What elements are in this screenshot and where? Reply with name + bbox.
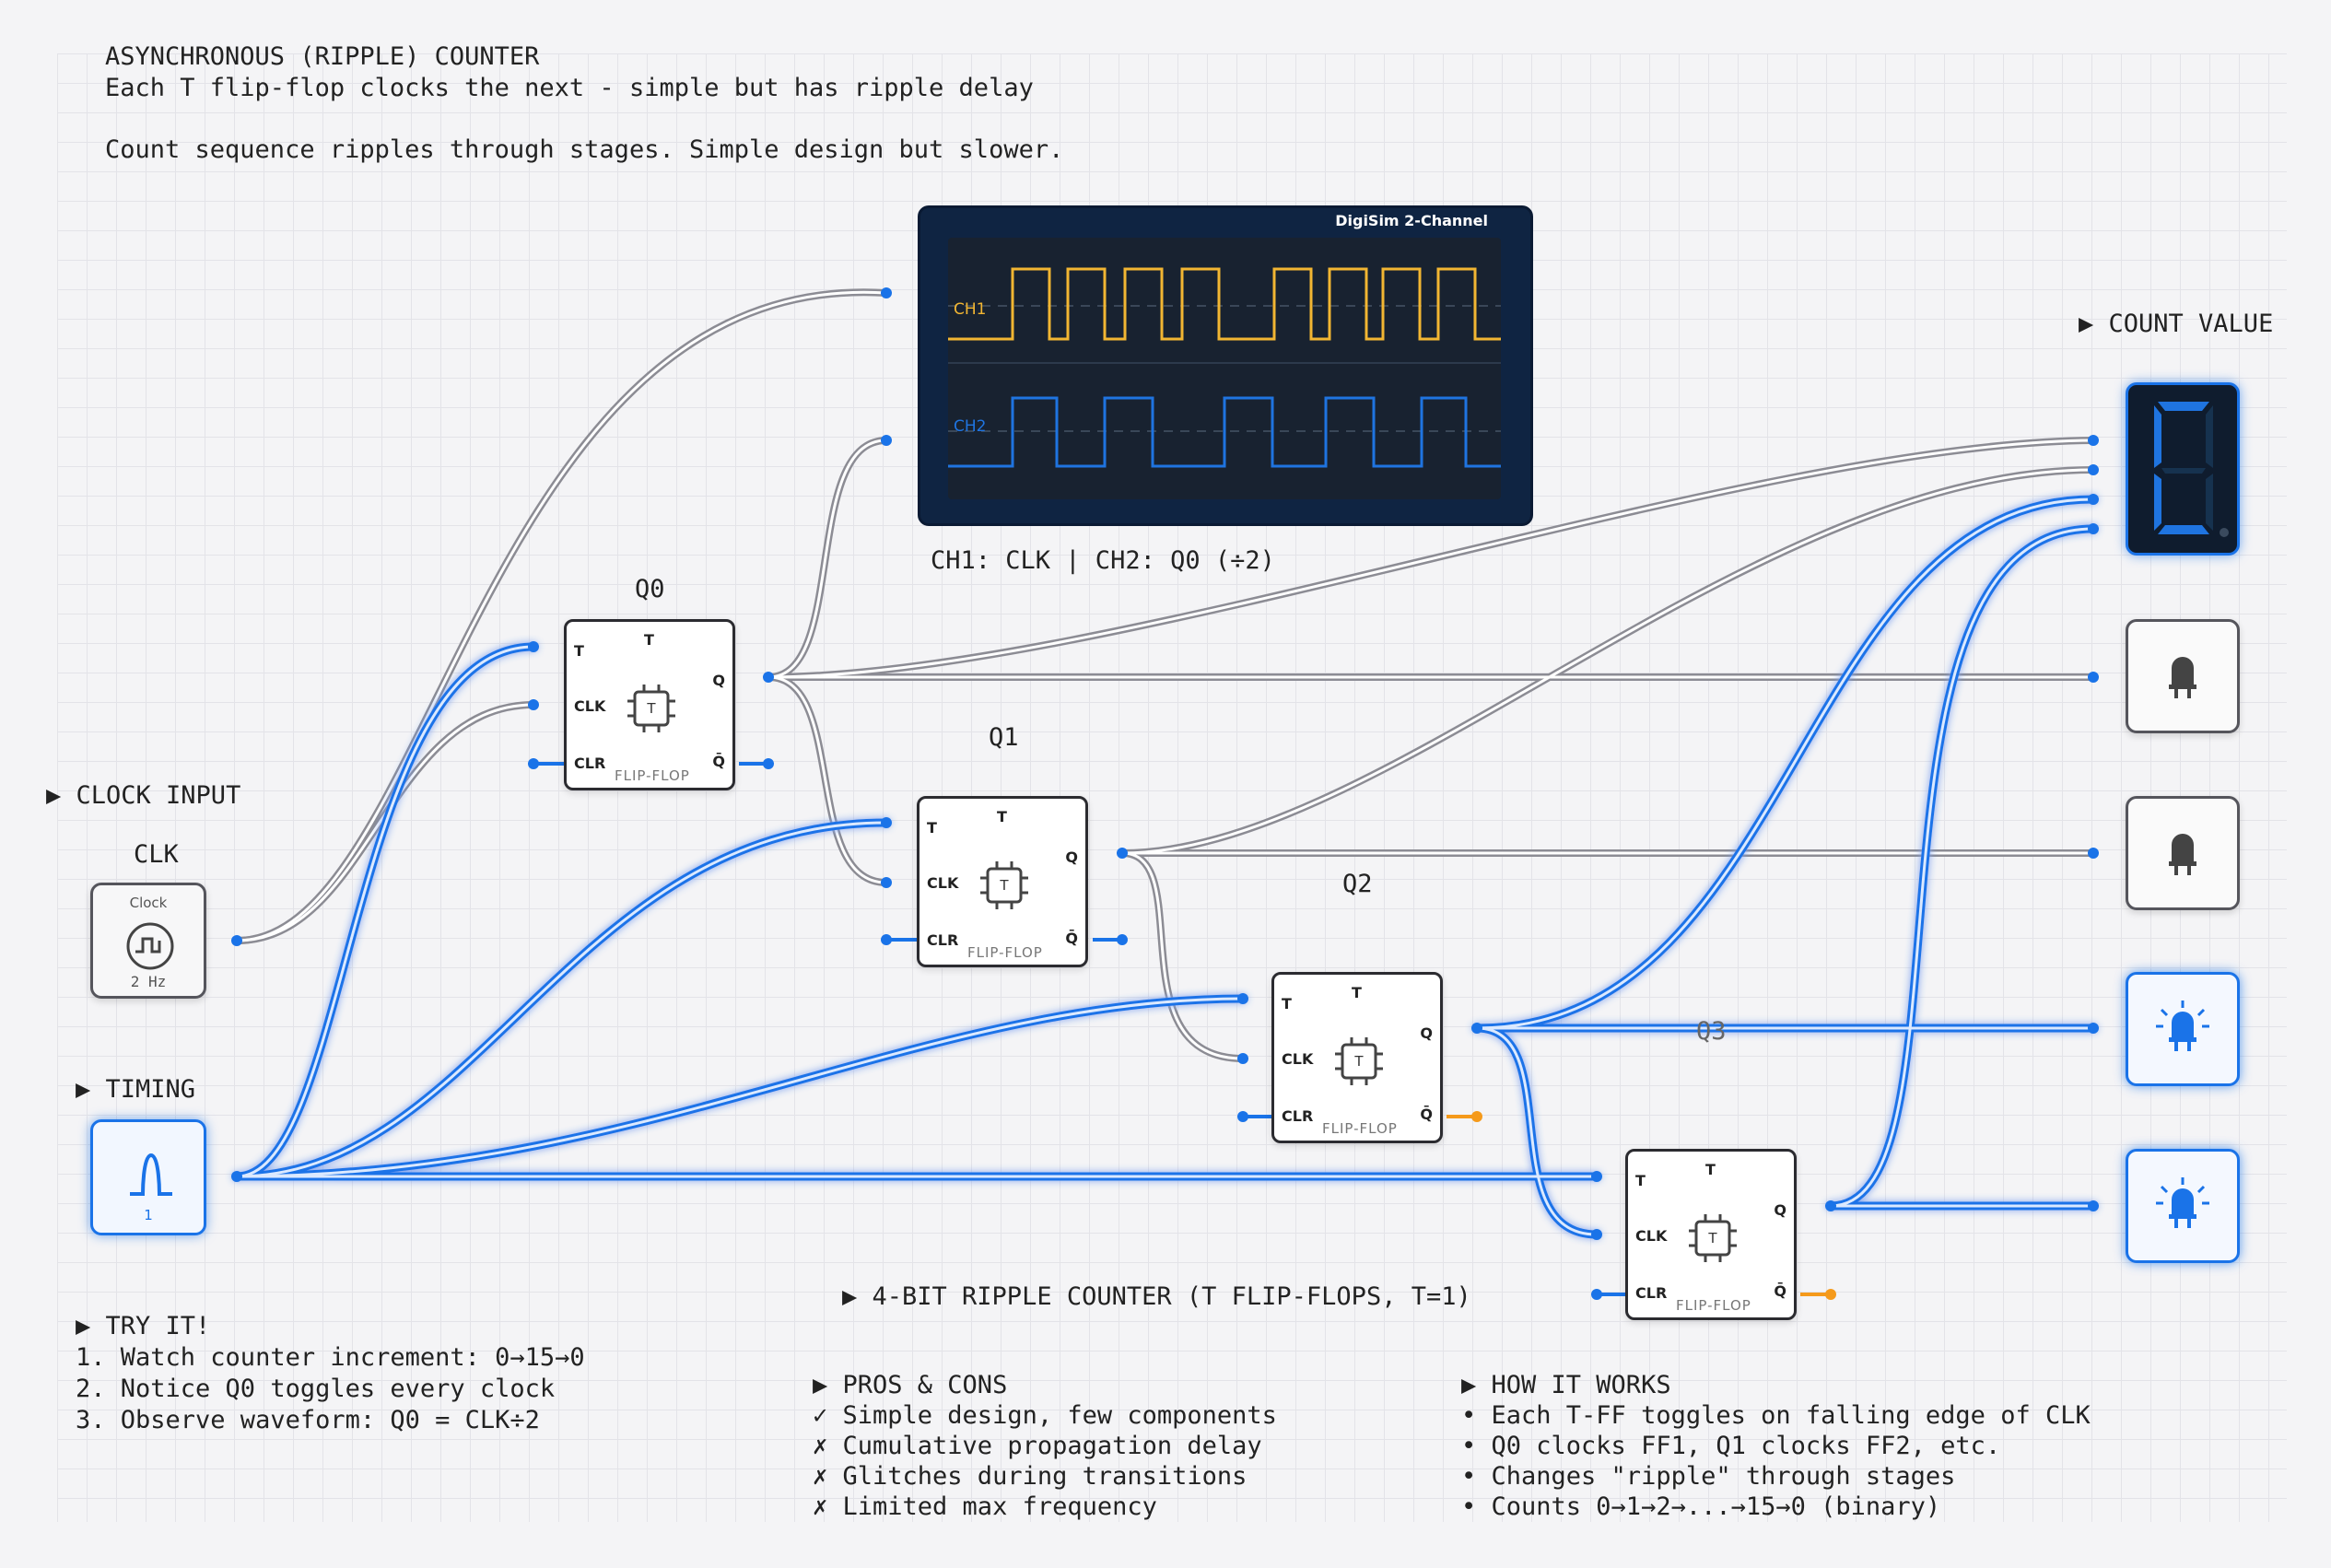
timing-pulse-block[interactable]: 1: [90, 1119, 206, 1235]
page-description: Count sequence ripples through stages. S…: [105, 135, 1064, 164]
try-it-item: 1. Watch counter increment: 0→15→0: [76, 1343, 585, 1372]
chip-icon: T: [626, 683, 677, 738]
led-q0: [2126, 619, 2240, 733]
t-flip-flop-2[interactable]: T T CLK CLR Q Q̄ FLIP-FLOP T: [1271, 972, 1443, 1143]
scope-brand: DigiSim 2-Channel: [1335, 212, 1488, 229]
pros-cons-panel: ▶ PROS & CONS ✓ Simple design, few compo…: [813, 1370, 1277, 1522]
chip-label: T: [647, 700, 656, 717]
how-it-works-item: • Each T-FF toggles on falling edge of C…: [1461, 1401, 2091, 1430]
t-top-label: T: [1705, 1161, 1716, 1178]
chip-icon: T: [1687, 1212, 1739, 1268]
led-q1: [2126, 796, 2240, 910]
q-pin-label: Q: [1774, 1201, 1786, 1219]
clock-source[interactable]: Clock 2 Hz: [90, 883, 206, 999]
how-it-works-title: ▶ HOW IT WORKS: [1461, 1371, 1671, 1399]
how-it-works-item: • Counts 0→1→2→...→15→0 (binary): [1461, 1492, 1941, 1521]
ch2-label: CH2: [954, 417, 987, 436]
waveform-plot: [948, 267, 1501, 468]
chip-label: T: [1000, 877, 1009, 894]
ch1-waveform: [948, 267, 1501, 341]
led-on-icon: [2156, 1000, 2209, 1051]
pros-cons-item: ✗ Glitches during transitions: [813, 1462, 1247, 1491]
clock-input-heading: ▶ CLOCK INPUT: [46, 781, 241, 810]
led-off-icon: [2169, 657, 2196, 698]
display-digit: [2154, 402, 2229, 537]
ff-kind: FLIP-FLOP: [615, 767, 690, 784]
qbar-pin-label: Q̄: [1420, 1106, 1433, 1123]
pros-cons-item: ✓ Simple design, few components: [813, 1401, 1277, 1430]
clock-label: CLK: [134, 840, 179, 869]
ff1-label: Q1: [989, 723, 1019, 752]
qbar-pin-label: Q̄: [1065, 930, 1078, 947]
try-it-panel: ▶ TRY IT! 1. Watch counter increment: 0→…: [76, 1311, 585, 1436]
try-it-title: ▶ TRY IT!: [76, 1312, 211, 1340]
qbar-pin-label: Q̄: [1774, 1282, 1786, 1300]
chip-label: T: [1708, 1230, 1717, 1246]
try-it-item: 2. Notice Q0 toggles every clock: [76, 1375, 556, 1403]
ff-kind: FLIP-FLOP: [1322, 1120, 1398, 1137]
chip-icon: T: [1333, 1036, 1385, 1091]
clr-pin-label: CLR: [574, 755, 606, 772]
how-it-works-item: • Changes "ripple" through stages: [1461, 1462, 1956, 1491]
seven-segment-display: [2126, 382, 2240, 556]
scope-caption: CH1: CLK | CH2: Q0 (÷2): [931, 546, 1275, 575]
clr-pin-label: CLR: [1635, 1284, 1668, 1302]
clock-icon: [126, 922, 174, 970]
t-flip-flop-3[interactable]: T T CLK CLR Q Q̄ FLIP-FLOP T: [1625, 1149, 1797, 1320]
t-top-label: T: [644, 631, 654, 649]
clock-frequency: 2 Hz: [130, 973, 167, 990]
chip-icon: T: [978, 860, 1030, 915]
led-q3: [2126, 1149, 2240, 1263]
page-subtitle: Each T flip-flop clocks the next - simpl…: [105, 74, 1034, 102]
t-top-label: T: [1352, 984, 1362, 1001]
ff-kind: FLIP-FLOP: [967, 944, 1043, 961]
how-it-works-item: • Q0 clocks FF1, Q1 clocks FF2, etc.: [1461, 1432, 2001, 1460]
clr-pin-label: CLR: [927, 931, 959, 949]
clr-pin-label: CLR: [1282, 1107, 1314, 1125]
clk-pin-label: CLK: [1635, 1227, 1668, 1245]
led-on-icon: [2156, 1177, 2209, 1228]
clk-pin-label: CLK: [1282, 1050, 1314, 1068]
ch1-label: CH1: [954, 300, 987, 319]
t-flip-flop-1[interactable]: T T CLK CLR Q Q̄ FLIP-FLOP T: [917, 796, 1088, 967]
counter-heading: ▶ 4-BIT RIPPLE COUNTER (T FLIP-FLOPS, T=…: [842, 1282, 1471, 1311]
ff3-label: Q3: [1696, 1017, 1727, 1046]
chip-label: T: [1354, 1053, 1364, 1070]
led-q2: [2126, 972, 2240, 1086]
q-pin-label: Q: [1420, 1024, 1433, 1042]
how-it-works-panel: ▶ HOW IT WORKS • Each T-FF toggles on fa…: [1461, 1370, 2091, 1522]
clk-pin-label: CLK: [927, 874, 959, 892]
ff2-label: Q2: [1342, 870, 1373, 898]
timing-value: 1: [144, 1207, 153, 1223]
led-off-icon: [2169, 834, 2196, 875]
ff-kind: FLIP-FLOP: [1676, 1297, 1751, 1314]
qbar-pin-label: Q̄: [712, 753, 725, 770]
t-pin-label: T: [927, 819, 937, 837]
ch2-waveform: [948, 396, 1501, 468]
page-title: ASYNCHRONOUS (RIPPLE) COUNTER: [105, 42, 540, 71]
q-pin-label: Q: [712, 672, 725, 689]
oscilloscope[interactable]: DigiSim 2-Channel CH1 CH2: [918, 205, 1533, 526]
t-top-label: T: [997, 808, 1007, 825]
clk-pin-label: CLK: [574, 697, 606, 715]
pros-cons-item: ✗ Cumulative propagation delay: [813, 1432, 1262, 1460]
t-pin-label: T: [1635, 1172, 1646, 1189]
ff0-label: Q0: [635, 575, 665, 603]
pros-cons-title: ▶ PROS & CONS: [813, 1371, 1008, 1399]
try-it-item: 3. Observe waveform: Q0 = CLK÷2: [76, 1406, 540, 1434]
pros-cons-item: ✗ Limited max frequency: [813, 1492, 1157, 1521]
t-flip-flop-0[interactable]: T T CLK CLR Q Q̄ FLIP-FLOP T: [564, 619, 735, 790]
scope-screen: CH1 CH2: [948, 238, 1501, 499]
pulse-icon: [130, 1153, 172, 1196]
q-pin-label: Q: [1065, 848, 1078, 866]
clock-name: Clock: [129, 895, 168, 911]
t-pin-label: T: [1282, 995, 1292, 1012]
t-pin-label: T: [574, 642, 584, 660]
timing-heading: ▶ TIMING: [76, 1075, 196, 1104]
count-value-heading: ▶ COUNT VALUE: [2079, 310, 2274, 338]
